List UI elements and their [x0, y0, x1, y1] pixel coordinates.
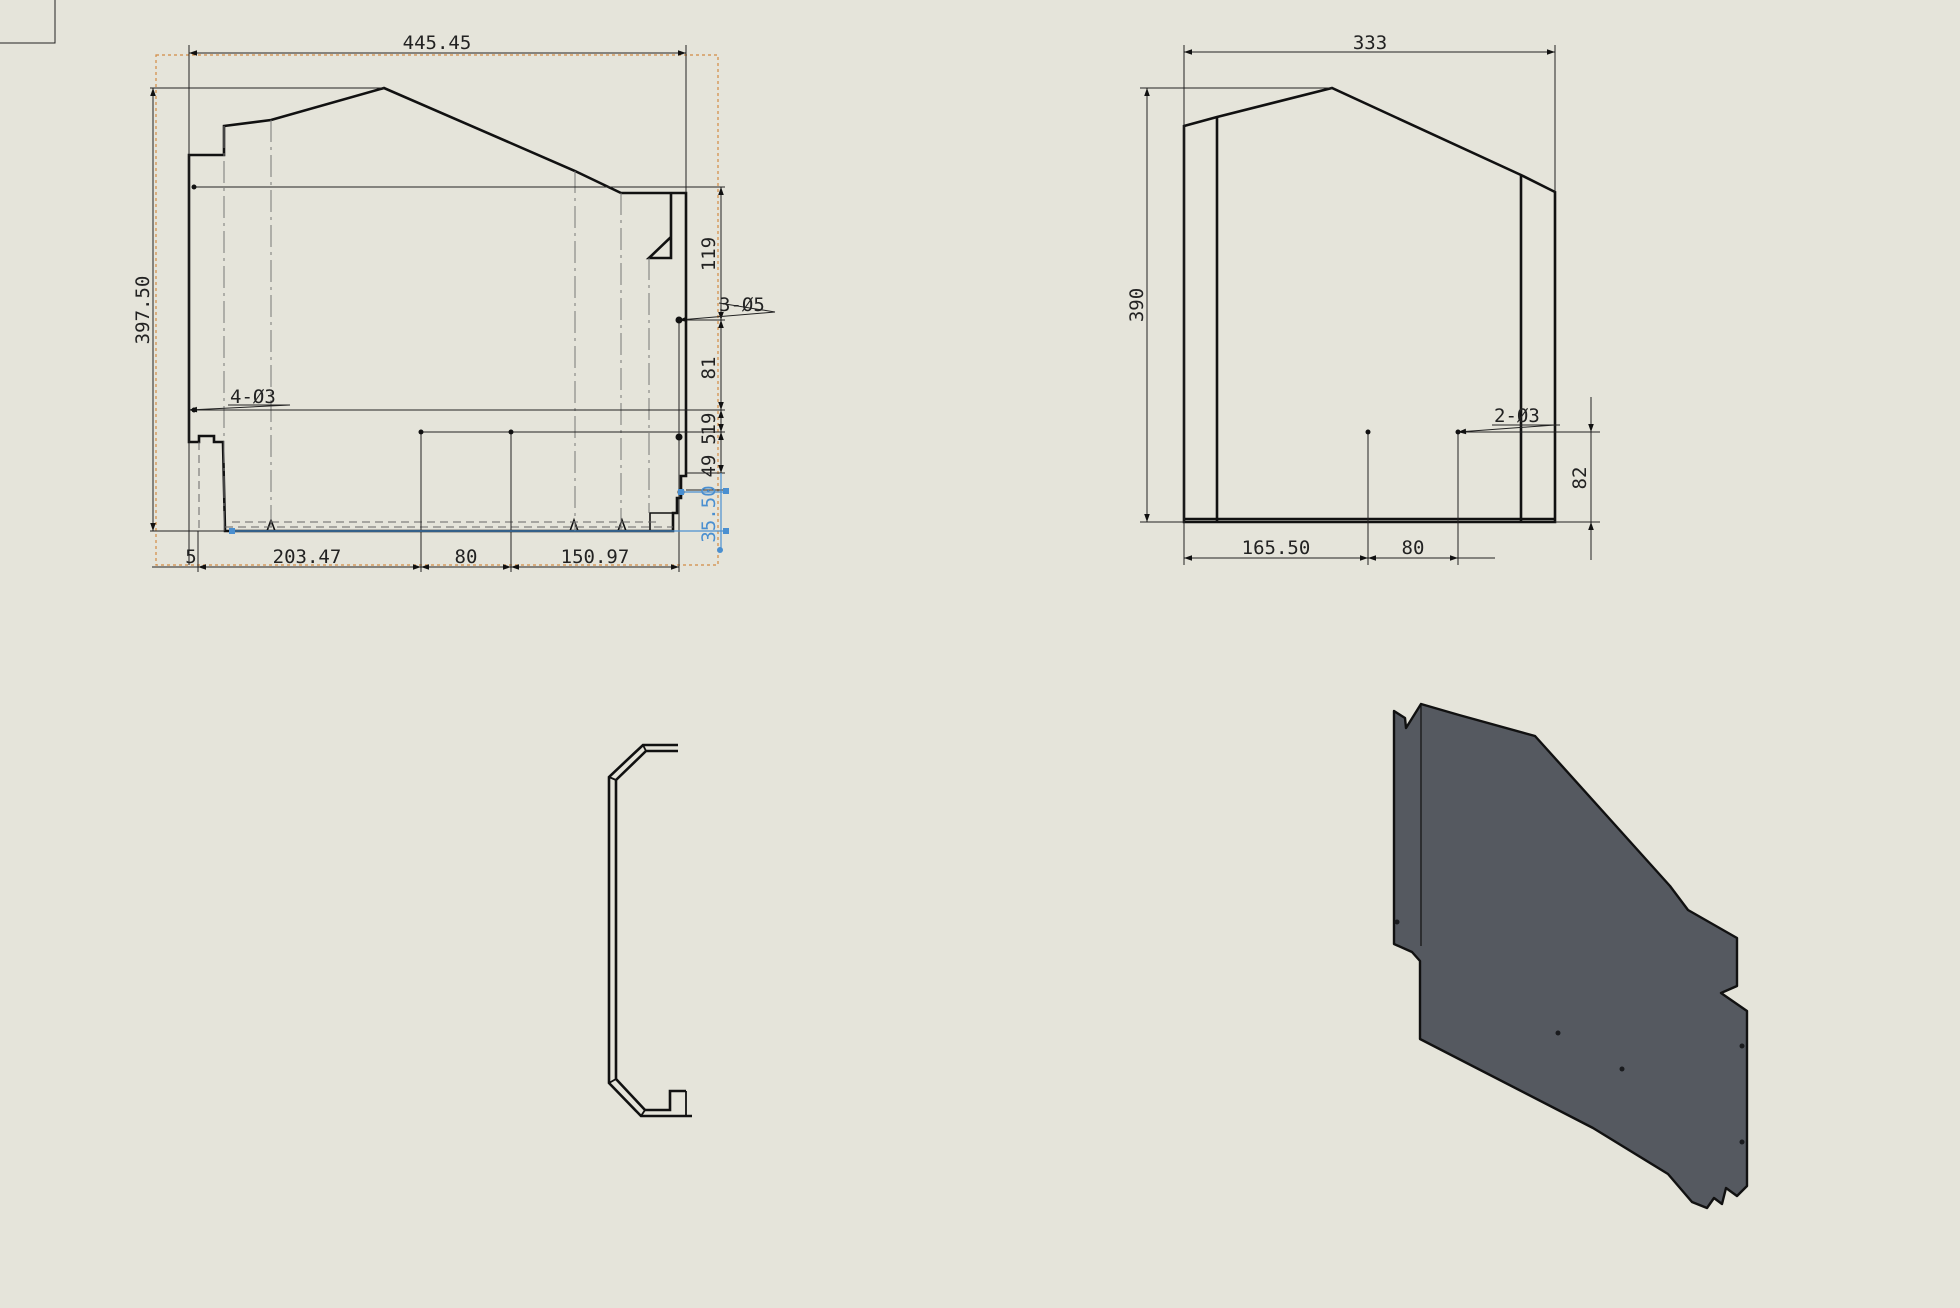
- hole-callout-front-5[interactable]: 3-Ø5: [719, 294, 765, 316]
- top-view[interactable]: [607, 743, 692, 1118]
- side-part-outline[interactable]: [1182, 86, 1557, 524]
- dim-front-35-50[interactable]: 35.50: [698, 485, 720, 542]
- dim-front-80[interactable]: 80: [455, 546, 478, 568]
- front-bend-lines: [198, 120, 650, 531]
- dim-front-150-97[interactable]: 150.97: [561, 546, 630, 568]
- front-bounding-box: [155, 54, 719, 566]
- side-holes: [1365, 429, 1461, 435]
- dim-front-height[interactable]: 397.50: [132, 276, 154, 345]
- hole-callout-front-3[interactable]: 4-Ø3: [230, 386, 276, 408]
- dim-front-width[interactable]: 445.45: [403, 32, 472, 54]
- front-holes: [191, 184, 685, 496]
- iso-holes: [1394, 919, 1745, 1145]
- dim-side-82[interactable]: 82: [1569, 467, 1591, 490]
- dim-side-80[interactable]: 80: [1402, 537, 1425, 559]
- top-profile-inner[interactable]: [614, 749, 686, 1112]
- iso-part-body[interactable]: [1392, 702, 1749, 1210]
- side-dimension-lines: [1144, 49, 1594, 561]
- front-view[interactable]: 445.45 397.50 119 81 19 5 49 35.50 5 203…: [132, 32, 776, 572]
- top-profile-bends: [608, 744, 687, 1117]
- top-profile-outer[interactable]: [607, 743, 692, 1118]
- front-selected-dimension[interactable]: [229, 473, 729, 553]
- dim-side-165-50[interactable]: 165.50: [1242, 537, 1311, 559]
- dim-front-119[interactable]: 119: [698, 237, 720, 271]
- side-flange-lines: [1184, 117, 1555, 522]
- side-view[interactable]: 333 390 165.50 80 82 2-Ø3: [1126, 32, 1600, 565]
- isometric-view[interactable]: [1392, 702, 1749, 1210]
- front-part-outline[interactable]: [187, 86, 688, 533]
- front-dimension-lines: [150, 50, 776, 570]
- sheet-corner-frame: [0, 0, 56, 44]
- dim-front-203-47[interactable]: 203.47: [273, 546, 342, 568]
- side-extension-lines: [1140, 45, 1600, 565]
- dim-front-19[interactable]: 19: [698, 413, 720, 436]
- iso-edge-highlights: [1420, 704, 1671, 946]
- dim-front-81[interactable]: 81: [698, 357, 720, 380]
- hole-callout-side[interactable]: 2-Ø3: [1494, 405, 1540, 427]
- dim-front-49[interactable]: 49: [698, 455, 720, 478]
- dim-front-5-small[interactable]: 5: [698, 433, 720, 444]
- dim-side-height[interactable]: 390: [1126, 288, 1148, 322]
- dim-front-left-5[interactable]: 5: [185, 546, 196, 568]
- dim-side-width[interactable]: 333: [1353, 32, 1387, 54]
